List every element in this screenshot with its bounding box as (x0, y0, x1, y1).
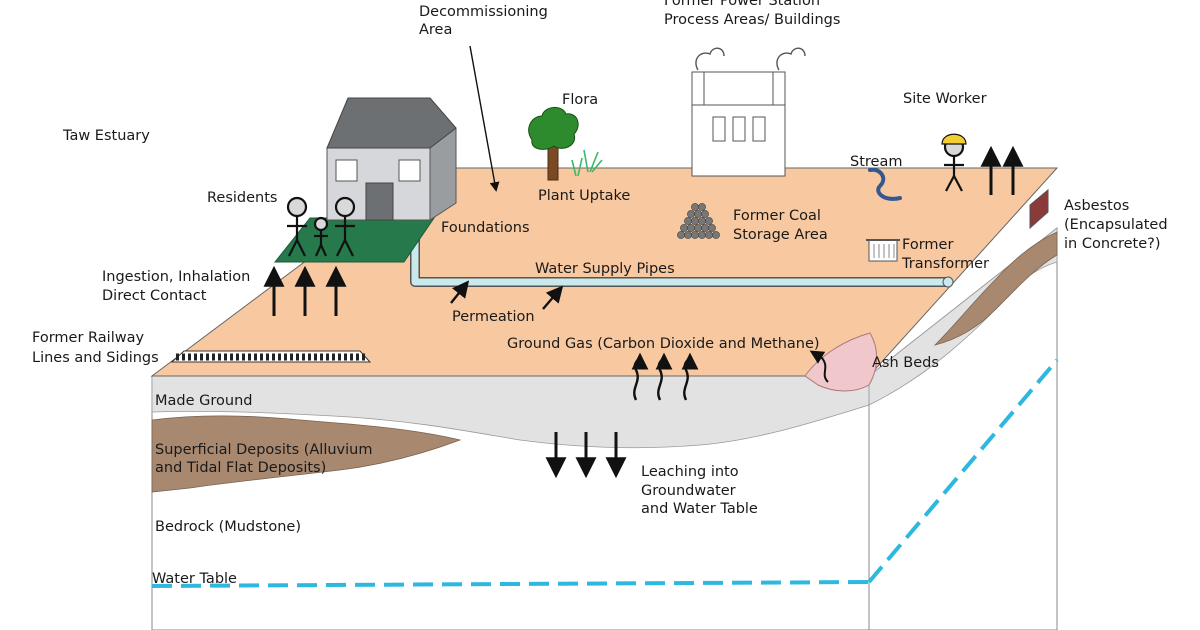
arrow-icon (655, 352, 673, 401)
label-transformer-2: Transformer (901, 256, 989, 272)
superficial-deposits-side (933, 231, 1058, 346)
label-residents: Residents (207, 190, 277, 206)
house-icon (326, 97, 457, 221)
label-flora: Flora (562, 92, 598, 108)
label-site-worker: Site Worker (903, 91, 987, 107)
label-decommissioning-2: Area (419, 22, 452, 38)
label-railway-1: Former Railway (32, 330, 144, 346)
arrow-icon (631, 352, 649, 401)
ash-beds (804, 332, 878, 392)
arrow-icon (681, 352, 699, 401)
label-bedrock: Bedrock (Mudstone) (155, 519, 301, 535)
arrow-icon (809, 350, 829, 383)
label-ingestion-1: Ingestion, Inhalation (102, 269, 250, 285)
label-leaching-3: and Water Table (641, 501, 758, 517)
site-worker-figure (941, 133, 967, 192)
label-power-station-2: Process Areas/ Buildings (664, 12, 840, 28)
tree-icon (528, 107, 579, 181)
label-coal-1: Former Coal (733, 208, 821, 224)
person-icon (334, 196, 356, 257)
label-leaching-1: Leaching into (641, 464, 739, 480)
stream-icon (868, 167, 902, 201)
exposure-arrows (263, 45, 1024, 479)
label-superficial-1: Superficial Deposits (Alluvium (155, 442, 372, 458)
label-made-ground: Made Ground (155, 393, 252, 409)
label-foundations: Foundations (441, 220, 530, 236)
water-table-line (151, 358, 1059, 588)
label-decommissioning-1: Decommissioning (419, 4, 548, 20)
arrow-icon (469, 45, 500, 192)
hard-hat-icon (941, 133, 967, 145)
label-water-pipes: Water Supply Pipes (535, 261, 675, 277)
residents-figures (286, 196, 356, 257)
transformer-icon (866, 239, 900, 262)
label-ash-beds: Ash Beds (872, 355, 939, 371)
coal-pile-icon (677, 203, 720, 239)
grass-icon (571, 149, 603, 177)
arrow-icon (542, 285, 564, 310)
label-asbestos-2: (Encapsulated (1064, 217, 1168, 233)
arrow-icon (450, 280, 470, 304)
label-asbestos-1: Asbestos (1064, 198, 1129, 214)
power-station-icon (691, 47, 806, 177)
label-ground-gas: Ground Gas (Carbon Dioxide and Methane) (507, 336, 820, 352)
made-ground-layer (151, 375, 870, 449)
label-water-table: Water Table (152, 571, 237, 587)
railway-lines (170, 350, 372, 363)
residents-lawn (273, 217, 435, 263)
person-icon (286, 196, 308, 257)
label-transformer-1: Former (902, 237, 953, 253)
label-coal-2: Storage Area (733, 227, 828, 243)
label-superficial-2: and Tidal Flat Deposits) (155, 460, 326, 476)
label-stream: Stream (850, 154, 902, 170)
label-leaching-2: Groundwater (641, 483, 736, 499)
asbestos-block (1029, 188, 1049, 230)
label-taw-estuary: Taw Estuary (62, 128, 150, 144)
label-ingestion-2: Direct Contact (102, 288, 207, 304)
diagram-labels: Decommissioning Area Former Power Statio… (32, 0, 1168, 587)
superficial-deposits-layer (151, 415, 462, 493)
person-icon (313, 216, 329, 257)
label-permeation: Permeation (452, 309, 535, 325)
label-asbestos-3: in Concrete?) (1064, 236, 1161, 252)
label-power-station-1: Former Power Station (664, 0, 820, 9)
label-railway-2: Lines and Sidings (32, 350, 159, 366)
label-plant-uptake: Plant Uptake (538, 188, 630, 204)
